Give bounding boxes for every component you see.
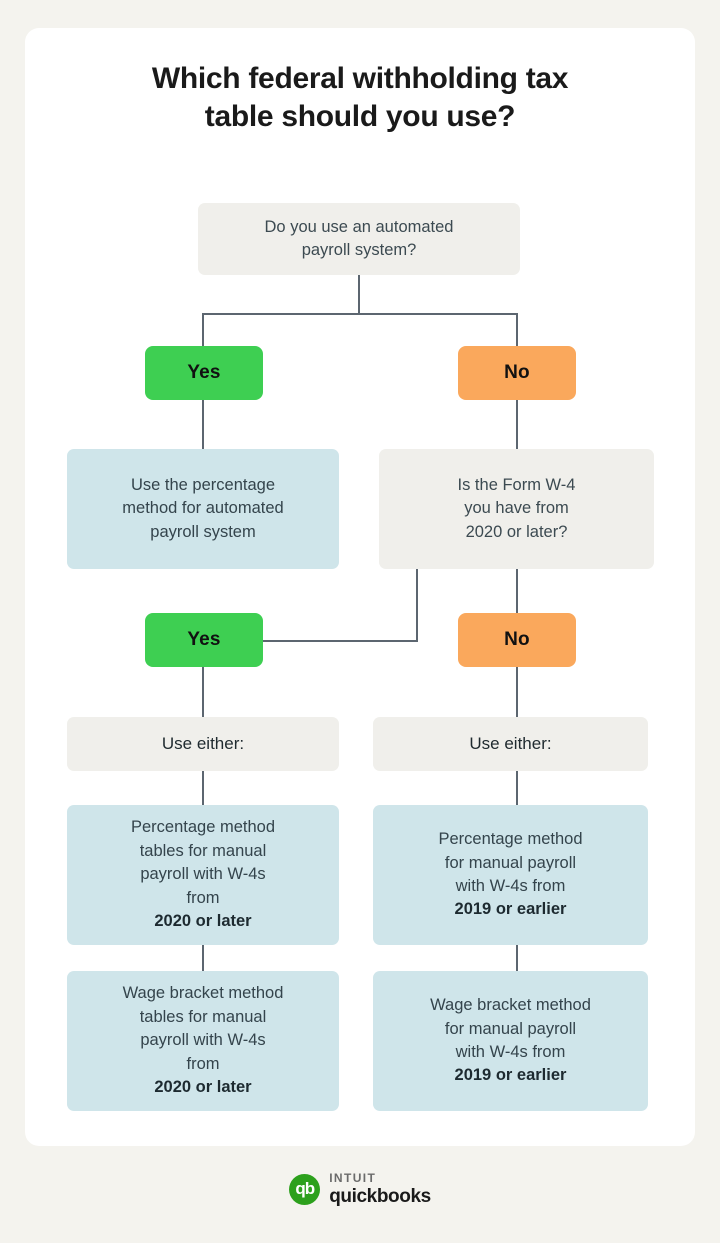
choice-no-w4-year[interactable]: No: [458, 613, 576, 667]
node-text-line-4: 2019 or earlier: [385, 898, 636, 921]
node-text-line-2: payroll system?: [301, 241, 417, 259]
node-text-line-3: payroll with W-4s: [140, 1031, 266, 1050]
choice-label: Yes: [187, 628, 221, 650]
node-text-line-4: from 2020 or later: [79, 1053, 327, 1100]
node-text-line-2: for manual payroll: [444, 853, 577, 872]
node-question-w4-year: Is the Form W-4 you have from 2020 or la…: [379, 449, 654, 569]
page-title: Which federal withholding tax table shou…: [60, 60, 660, 137]
choice-label: No: [504, 628, 530, 650]
node-text-emphasis: 2019 or earlier: [454, 1066, 567, 1085]
node-question-automated-payroll: Do you use an automated payroll system?: [198, 203, 520, 275]
node-label: Use either:: [161, 733, 245, 753]
choice-label: No: [504, 361, 530, 383]
node-text-emphasis: 2020 or later: [154, 1078, 252, 1097]
node-text-line-1: Wage bracket method: [122, 984, 284, 1003]
connector-yes2-down: [202, 667, 204, 717]
logo-quickbooks-text: quickbooks: [329, 1186, 431, 1207]
logo-wordmark: INTUIT quickbooks: [329, 1172, 431, 1206]
node-result-automated-percentage: Use the percentage method for automated …: [67, 449, 339, 569]
node-text-line-4: 2019 or earlier: [385, 1064, 636, 1087]
connector-q1-to-yes: [202, 313, 204, 346]
node-text-line-1: Percentage method: [438, 830, 583, 849]
connector-q1-down: [358, 275, 360, 314]
connector-either-right-down: [516, 771, 518, 805]
node-text-emphasis: 2019 or earlier: [454, 900, 567, 919]
node-text-line-3: 2020 or later?: [465, 522, 568, 541]
node-text-line-1: Do you use an automated: [264, 217, 454, 236]
choice-yes-automated-payroll[interactable]: Yes: [145, 346, 263, 400]
node-label: Use either:: [469, 733, 552, 753]
node-text-line-4: from 2020 or later: [79, 887, 327, 934]
node-text-line-2: you have from: [464, 499, 569, 518]
node-text-line-3: with W-4s from: [455, 1043, 566, 1061]
node-use-either-right: Use either:: [373, 717, 648, 771]
connector-q2-to-yes-horizontal: [262, 640, 418, 642]
choice-no-automated-payroll[interactable]: No: [458, 346, 576, 400]
choice-yes-w4-year[interactable]: Yes: [145, 613, 263, 667]
node-text-line-1: Is the Form W-4: [457, 475, 576, 494]
page-title-line-2: table should you use?: [204, 100, 516, 134]
node-text-prefix: from: [186, 1054, 220, 1073]
connector-pct2020-down: [202, 945, 204, 971]
quickbooks-qb-icon: qb: [289, 1173, 321, 1205]
node-text-line-2: for manual payroll: [444, 1019, 577, 1038]
node-text-prefix: from: [186, 888, 220, 907]
node-text-line-2: method for automated: [122, 499, 284, 518]
page-title-line-1: Which federal withholding tax: [151, 62, 569, 95]
connector-either-left-down: [202, 771, 204, 805]
quickbooks-logo: qb INTUIT quickbooks: [0, 1172, 720, 1206]
connector-no2-down: [516, 667, 518, 717]
connector-q1-to-no: [516, 313, 518, 346]
node-text-line-1: Percentage method: [130, 818, 275, 837]
connector-q1-split: [202, 313, 517, 315]
node-use-either-left: Use either:: [67, 717, 339, 771]
node-text-line-1: Wage bracket method: [430, 996, 591, 1015]
node-text-line-3: payroll with W-4s: [140, 865, 266, 884]
choice-label: Yes: [187, 361, 221, 383]
node-result-wage-bracket-2019: Wage bracket method for manual payroll w…: [373, 971, 648, 1111]
node-text-line-3: payroll system: [150, 522, 256, 541]
node-result-percentage-2019: Percentage method for manual payroll wit…: [373, 805, 648, 945]
connector-q2-to-yes-vertical: [416, 569, 418, 642]
node-text-line-2: tables for manual: [139, 1007, 267, 1026]
node-text-line-2: tables for manual: [139, 841, 267, 860]
node-result-wage-bracket-2020: Wage bracket method tables for manual pa…: [67, 971, 339, 1111]
connector-no1-down: [516, 400, 518, 449]
connector-q2-to-no: [516, 569, 518, 614]
node-text-emphasis: 2020 or later: [154, 912, 252, 931]
node-result-percentage-2020: Percentage method tables for manual payr…: [67, 805, 339, 945]
node-text-line-3: with W-4s from: [455, 877, 566, 895]
connector-yes1-down: [202, 400, 204, 449]
node-text-line-1: Use the percentage: [130, 475, 275, 494]
connector-pct2019-down: [516, 945, 518, 971]
logo-intuit-text: INTUIT: [329, 1171, 377, 1185]
